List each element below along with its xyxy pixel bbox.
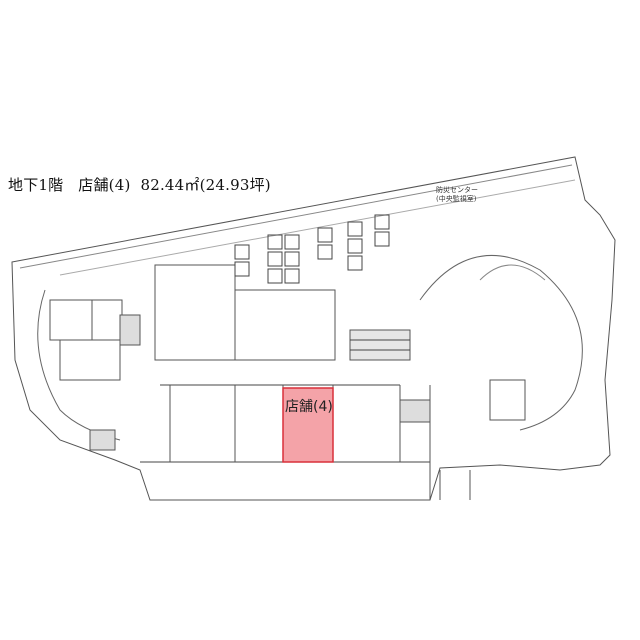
right-room [489, 379, 526, 421]
area-tsubo: (24.93坪) [199, 176, 271, 194]
unit-name: 店舗(4) [78, 176, 131, 194]
room-upper-mid [154, 264, 236, 361]
room-upper-mid2 [234, 289, 336, 361]
area-sqm: 82.44㎡ [140, 176, 200, 194]
floor-name: 地下1階 [8, 176, 64, 194]
building-outline [11, 156, 616, 501]
stair-left [119, 314, 141, 346]
central-monitoring-name: (中央監視室) [436, 195, 477, 203]
left-room-1 [49, 299, 93, 341]
highlighted-unit-area [282, 387, 334, 463]
left-room-3 [59, 339, 121, 381]
disaster-center-name: 防災センター [436, 186, 478, 194]
left-room-2 [91, 299, 123, 341]
toilet-blocks [234, 214, 390, 284]
atrium-curve [419, 255, 583, 431]
escalator [349, 329, 411, 361]
outer-wall-inner [19, 164, 573, 269]
stair-bottom-left [89, 429, 116, 451]
floor-plan-title: 地下1階 店舗(4) 82.44㎡(24.93坪) [8, 174, 271, 195]
disaster-center-label: 防災センター (中央監視室) [436, 186, 478, 204]
highlighted-unit-label: 店舗(4) [285, 399, 333, 415]
stair-right [399, 399, 431, 423]
